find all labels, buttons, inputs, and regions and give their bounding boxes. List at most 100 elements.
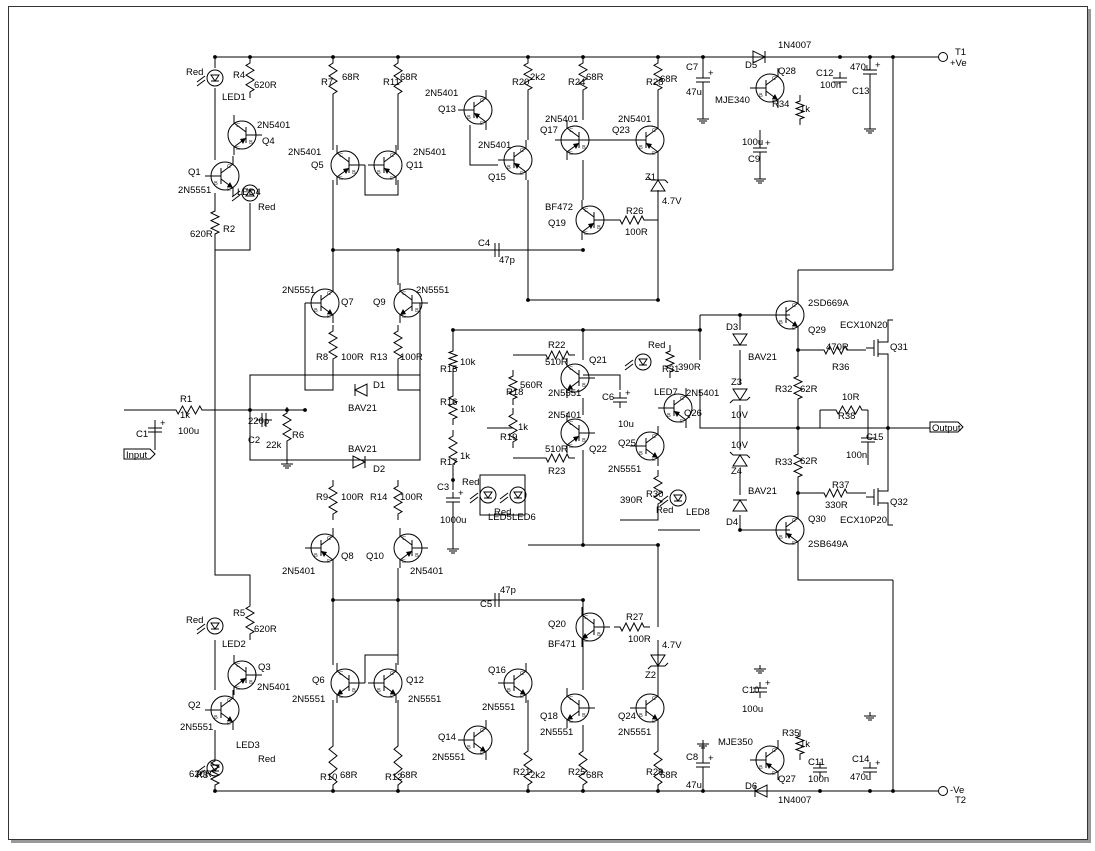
terminal-t1[interactable]: T1 +Ve bbox=[938, 47, 967, 69]
z2-diode[interactable]: Z24.7V bbox=[645, 640, 682, 681]
terminal-t2[interactable]: -Ve T2 bbox=[938, 785, 967, 806]
terminal-output[interactable]: Output bbox=[929, 421, 964, 434]
terminal-input[interactable]: Input bbox=[123, 448, 156, 461]
